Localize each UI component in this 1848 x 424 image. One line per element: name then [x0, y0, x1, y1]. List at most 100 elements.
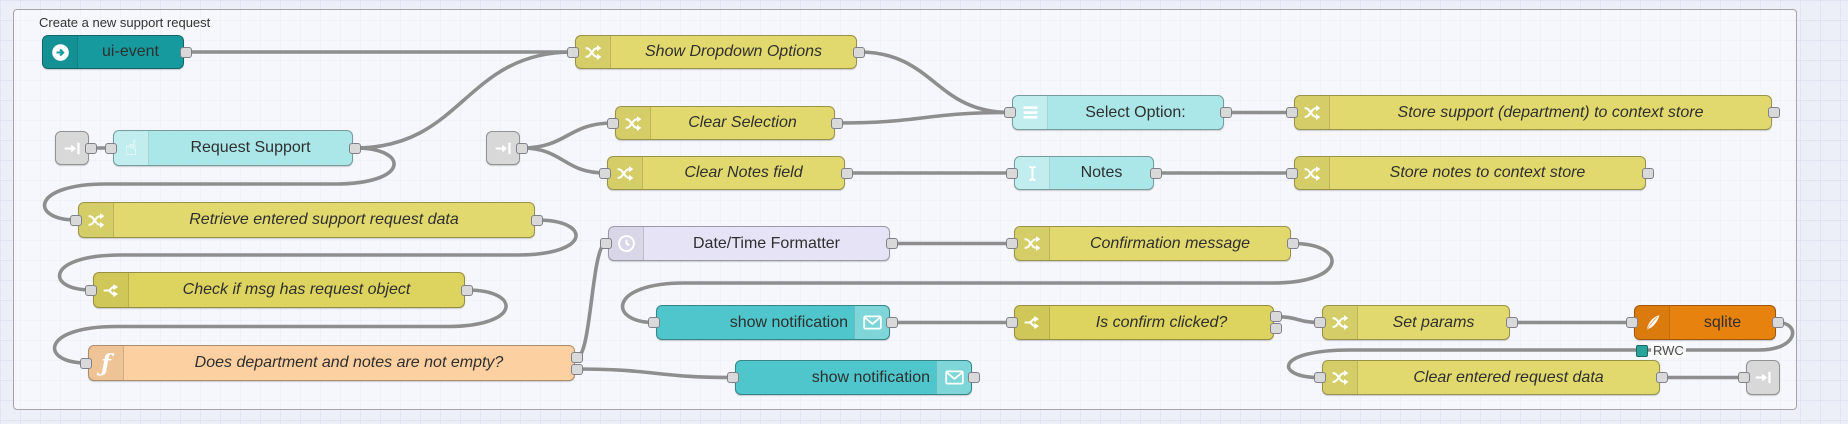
port-out-store-notes-0[interactable] — [1642, 167, 1654, 179]
port-out-select-option-0[interactable] — [1220, 107, 1232, 118]
port-out-notify-2-0[interactable] — [968, 372, 980, 383]
port-in-datetime[interactable] — [600, 238, 612, 249]
wire-request-support-to-retrieve-data[interactable] — [42, 146, 396, 222]
port-out-clear-entered-0[interactable] — [1656, 372, 1668, 383]
link-icon — [1746, 361, 1780, 394]
shuffle-icon — [1295, 96, 1330, 129]
node-request-support[interactable]: ☝ Request Support — [113, 130, 353, 166]
port-out-fn-not-empty-0[interactable] — [571, 351, 583, 363]
node-label-store-support: Store support (department) to context st… — [1397, 103, 1704, 121]
port-in-sqlite[interactable] — [1626, 317, 1638, 328]
node-label-confirmation: Confirmation message — [1089, 234, 1251, 252]
node-confirmation[interactable]: Confirmation message — [1014, 226, 1291, 261]
node-fn-not-empty[interactable]: ƒ Does department and notes are not empty… — [88, 345, 575, 381]
wire-retrieve-data-to-check-request[interactable] — [57, 218, 578, 292]
node-select-option[interactable]: Select Option: — [1012, 95, 1224, 130]
node-store-support[interactable]: Store support (department) to context st… — [1294, 95, 1772, 130]
port-out-notes-0[interactable] — [1150, 167, 1162, 179]
port-in-clear-entered[interactable] — [1314, 372, 1326, 383]
port-in-is-confirm[interactable] — [1006, 317, 1018, 328]
wire-request-support-to-show-dropdown[interactable] — [353, 50, 575, 150]
port-out-link-in-1-0[interactable] — [85, 142, 97, 154]
port-in-request-support[interactable] — [105, 142, 117, 154]
port-in-notify-1[interactable] — [648, 317, 660, 328]
wire-confirmation-to-notify-1[interactable] — [620, 241, 1334, 325]
node-datetime[interactable]: Date/Time Formatter — [608, 226, 890, 261]
node-notes[interactable]: Notes — [1014, 156, 1154, 190]
node-show-dropdown[interactable]: Show Dropdown Options — [575, 35, 857, 69]
node-notify-1[interactable]: show notification — [656, 305, 890, 340]
node-check-request[interactable]: Check if msg has request object — [93, 272, 465, 308]
node-label-fn-not-empty: Does department and notes are not empty? — [194, 354, 504, 371]
wire-clear-selection-to-select-option[interactable] — [835, 110, 1012, 125]
node-set-params[interactable]: Set params — [1322, 305, 1510, 340]
port-out-request-support-0[interactable] — [349, 142, 361, 154]
port-in-set-params[interactable] — [1314, 317, 1326, 328]
port-out-retrieve-data-0[interactable] — [531, 214, 543, 226]
port-in-store-support[interactable] — [1286, 107, 1298, 118]
port-out-ui-event-0[interactable] — [180, 46, 192, 58]
node-label-clear-notes: Clear Notes field — [684, 164, 803, 181]
wire-fn-not-empty-to-notify-2[interactable] — [575, 367, 735, 380]
port-out-check-request-0[interactable] — [461, 284, 473, 296]
wire-show-dropdown-to-select-option[interactable] — [857, 50, 1012, 115]
node-label-store-notes: Store notes to context store — [1389, 164, 1586, 181]
shuffle-icon — [576, 36, 611, 68]
fork-icon — [1015, 306, 1050, 339]
node-retrieve-data[interactable]: Retrieve entered support request data — [78, 202, 535, 238]
node-is-confirm[interactable]: Is confirm clicked? — [1014, 305, 1274, 340]
port-in-clear-notes[interactable] — [599, 167, 611, 179]
envelope-icon — [854, 306, 889, 339]
node-label-notes: Notes — [1080, 164, 1123, 181]
port-in-confirmation[interactable] — [1006, 238, 1018, 249]
node-notify-2[interactable]: show notification — [735, 360, 972, 395]
port-out-clear-notes-0[interactable] — [841, 167, 853, 179]
node-link-in-1[interactable] — [55, 131, 89, 165]
node-label-clear-selection: Clear Selection — [688, 114, 797, 131]
node-link-out-1[interactable] — [1746, 360, 1780, 395]
node-clear-selection[interactable]: Clear Selection — [615, 106, 835, 140]
node-label-notify-2: show notification — [811, 368, 930, 386]
pointer-icon: ☝ — [114, 131, 149, 165]
port-out-datetime-0[interactable] — [886, 238, 898, 249]
port-out-show-dropdown-0[interactable] — [853, 46, 865, 58]
node-sqlite[interactable]: sqlite — [1634, 305, 1776, 340]
function-icon: ƒ — [89, 346, 124, 380]
node-link-in-2[interactable] — [486, 131, 520, 165]
port-in-clear-selection[interactable] — [607, 117, 619, 129]
port-in-store-notes[interactable] — [1286, 167, 1298, 179]
port-in-link-out-1[interactable] — [1738, 372, 1750, 383]
node-label-notify-1: show notification — [729, 313, 848, 331]
port-out-fn-not-empty-1[interactable] — [571, 363, 583, 375]
port-out-store-support-0[interactable] — [1768, 107, 1780, 118]
port-out-link-in-2-0[interactable] — [516, 142, 528, 154]
node-label-ui-event: ui-event — [102, 43, 159, 60]
port-out-is-confirm-1[interactable] — [1270, 322, 1282, 334]
port-in-show-dropdown[interactable] — [567, 46, 579, 58]
wire-link-in-2-to-clear-notes[interactable] — [520, 146, 607, 175]
wire-check-request-to-fn-not-empty[interactable] — [52, 288, 508, 365]
port-in-select-option[interactable] — [1004, 107, 1016, 118]
port-out-confirmation-0[interactable] — [1287, 238, 1299, 249]
port-in-check-request[interactable] — [85, 284, 97, 296]
port-in-fn-not-empty[interactable] — [80, 357, 92, 369]
port-out-is-confirm-0[interactable] — [1270, 311, 1282, 323]
node-label-clear-entered: Clear entered request data — [1413, 368, 1604, 386]
port-out-set-params-0[interactable] — [1506, 317, 1518, 328]
port-out-notify-1-0[interactable] — [886, 317, 898, 328]
node-clear-entered[interactable]: Clear entered request data — [1322, 360, 1660, 395]
port-out-clear-selection-0[interactable] — [831, 117, 843, 129]
node-clear-notes[interactable]: Clear Notes field — [607, 156, 845, 190]
port-in-notify-2[interactable] — [727, 372, 739, 383]
node-store-notes[interactable]: Store notes to context store — [1294, 156, 1646, 190]
port-in-notes[interactable] — [1006, 167, 1018, 179]
port-out-sqlite-0[interactable] — [1772, 317, 1784, 328]
port-in-retrieve-data[interactable] — [70, 214, 82, 226]
status-shape — [1636, 344, 1648, 357]
wire-sqlite-to-clear-entered[interactable] — [1286, 320, 1795, 380]
node-label-request-support: Request Support — [190, 139, 311, 156]
node-ui-event[interactable]: ui-event — [42, 35, 184, 69]
shuffle-icon — [1295, 157, 1330, 189]
